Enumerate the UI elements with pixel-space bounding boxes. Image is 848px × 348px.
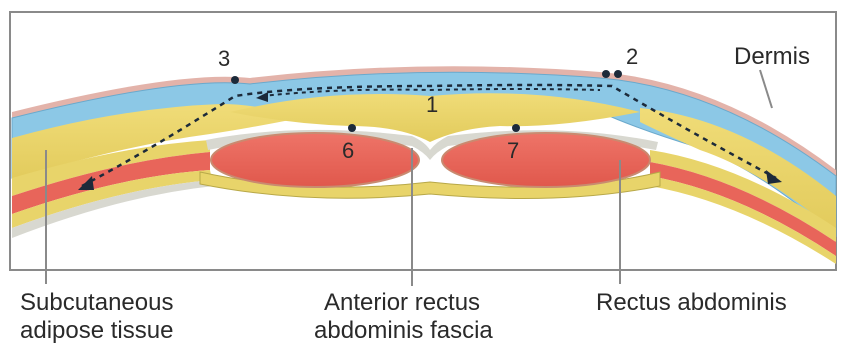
marker-dot-7 [512, 124, 520, 132]
rectus-abdominis-right [442, 133, 650, 187]
dermis-label: Dermis [734, 43, 810, 70]
rectus-abdominis-left [211, 133, 419, 187]
marker-dot-3 [231, 76, 239, 84]
fascia-label-line1: Anterior rectus [324, 289, 480, 316]
fascia-label-line2: abdominis fascia [314, 317, 493, 344]
marker-label-3: 3 [218, 46, 230, 71]
marker-label-7: 7 [507, 138, 519, 163]
rectus-label: Rectus abdominis [596, 289, 787, 316]
marker-label-1: 1 [426, 92, 438, 117]
marker-label-6: 6 [342, 138, 354, 163]
marker-dot-6 [348, 124, 356, 132]
subcutaneous-label-line1: Subcutaneous [20, 289, 173, 316]
marker-label-2: 2 [626, 44, 638, 69]
marker-dot-2a [602, 70, 610, 78]
subcutaneous-label-line2: adipose tissue [20, 317, 173, 344]
marker-dot-2b [614, 70, 622, 78]
